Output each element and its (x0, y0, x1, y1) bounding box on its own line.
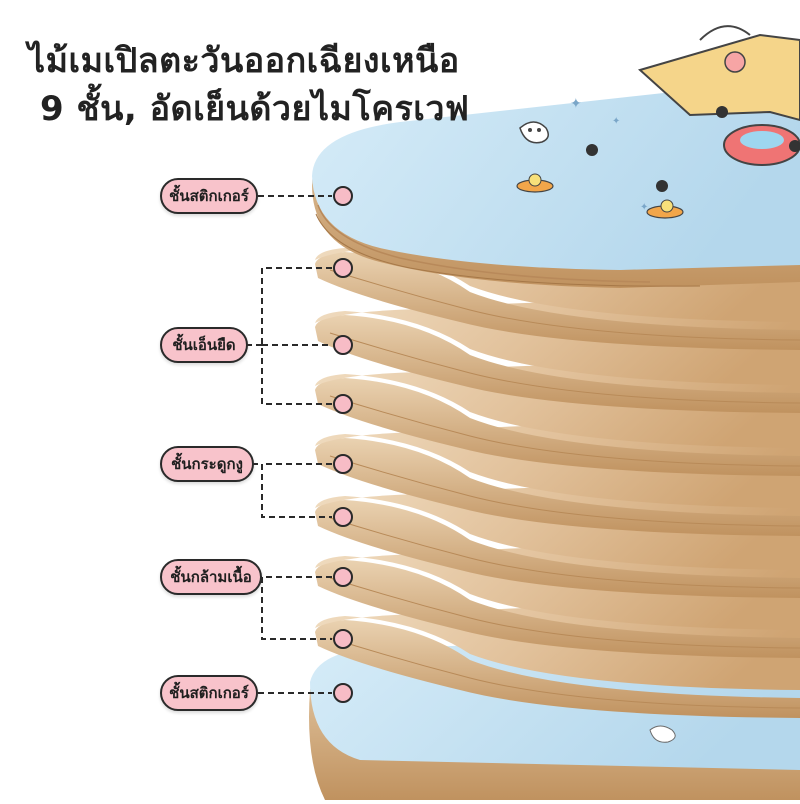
svg-text:✦: ✦ (640, 202, 648, 213)
layer-label-sticker-bottom: ชั้นสติกเกอร์ (160, 675, 258, 711)
headline-line-1: ไม้เมเปิลตะวันออกเฉียงเหนือ (28, 41, 460, 81)
leader-lines (246, 195, 332, 694)
layer-label-text: ชั้นเอ็นยืด (172, 336, 236, 354)
wood-veneer (315, 363, 800, 476)
layer-marker-dot (333, 507, 353, 527)
layer-marker-dot (333, 683, 353, 703)
wood-veneer (315, 300, 800, 413)
screw-icon (586, 106, 800, 192)
sticker-illustration-icon: ✦ ✦ ✦ (516, 25, 800, 219)
layer-label-text: ชั้นสติกเกอร์ (169, 187, 249, 205)
layer-marker-dot (333, 567, 353, 587)
layer-label-sticker-top: ชั้นสติกเกอร์ (160, 178, 258, 214)
wood-veneer (315, 605, 800, 718)
layer-marker-dot (333, 629, 353, 649)
layer-marker-dot (333, 394, 353, 414)
wood-veneer-layers (315, 237, 800, 718)
layer-label-elastic: ชั้นเอ็นยืด (160, 327, 248, 363)
wood-veneer (315, 423, 800, 536)
layer-label-text: ชั้นกล้ามเนื้อ (170, 568, 252, 586)
layer-marker-dot (333, 186, 353, 206)
wood-veneer (315, 545, 800, 658)
top-sticker-board: ✦ ✦ ✦ (312, 25, 800, 288)
svg-text:✦: ✦ (612, 116, 620, 127)
layer-marker-dot (333, 335, 353, 355)
wood-veneer (315, 485, 800, 598)
svg-text:✦: ✦ (570, 96, 582, 112)
layer-label-text: ชั้นสติกเกอร์ (169, 684, 249, 702)
layer-label-muscle: ชั้นกล้ามเนื้อ (160, 559, 262, 595)
layer-markers (333, 186, 353, 703)
layer-label-text: ชั้นกระดูกงู (171, 455, 243, 473)
layer-label-keel: ชั้นกระดูกงู (160, 446, 254, 482)
leader-keel-bracket (261, 463, 332, 518)
leader-elastic-bracket (261, 267, 332, 405)
layer-marker-dot (333, 258, 353, 278)
leader-muscle-bracket (261, 576, 332, 640)
headline-line-2: 9 ชั้น, อัดเย็นด้วยไมโครเวฟ (40, 89, 470, 129)
layer-marker-dot (333, 454, 353, 474)
